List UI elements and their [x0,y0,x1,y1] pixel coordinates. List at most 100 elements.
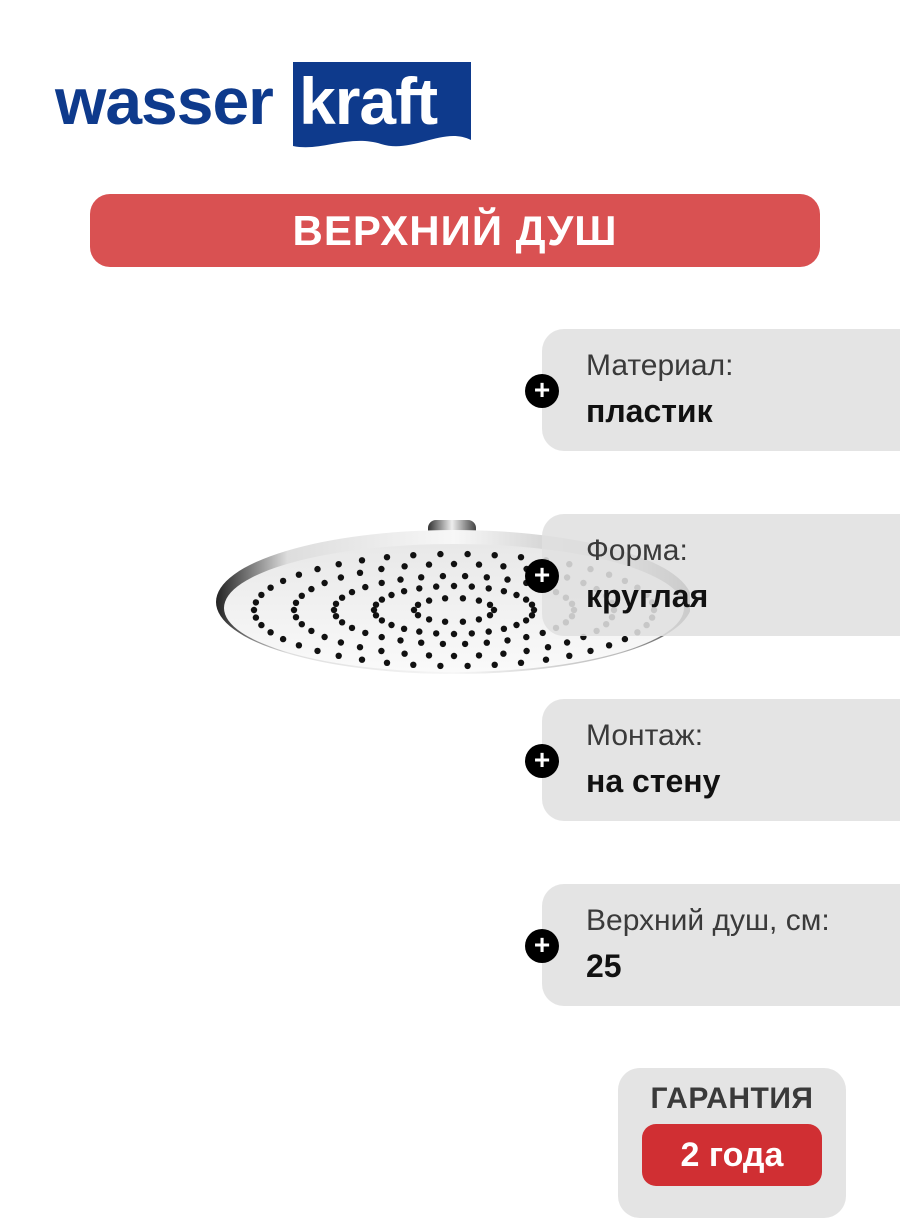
nozzle-dot [378,633,385,641]
spec-card-shape: + Форма: круглая [525,514,900,636]
nozzle-dot [308,585,315,593]
logo-wave-background [293,62,471,148]
nozzle-dot [621,635,629,643]
nozzle-dot [513,591,520,599]
nozzle-dot [517,659,525,666]
nozzle-dot [378,579,385,587]
nozzle-dot [464,550,471,558]
nozzle-dot [439,572,447,580]
nozzle-dot [401,563,408,570]
nozzle-dot [298,621,305,628]
nozzle-dot [475,616,483,623]
nozzle-dot [517,554,525,561]
nozzle-dot [530,606,538,614]
nozzle-dot [522,596,530,603]
nozzle-dot [486,601,494,608]
nozzle-dot [522,617,530,624]
nozzle-dot [314,647,321,655]
nozzle-dot [490,606,498,614]
title-banner: ВЕРХНИЙ ДУШ [90,194,820,267]
nozzle-dot [528,612,536,619]
nozzle-dot [418,639,425,646]
nozzle-dot [433,583,440,590]
nozzle-dot [441,618,449,625]
spec-card-material: + Материал: пластик [525,329,900,451]
nozzle-dot [250,606,258,614]
nozzle-dot [485,628,492,635]
warranty-value-box: 2 года [642,1124,822,1186]
nozzle-dot [397,576,404,583]
nozzle-dot [461,572,469,580]
nozzle-dot [383,659,391,666]
nozzle-dot [362,583,369,591]
nozzle-dot [378,647,385,655]
nozzle-dot [372,601,380,608]
nozzle-dot [450,560,458,568]
nozzle-dot [439,640,447,648]
nozzle-dot [475,652,483,659]
nozzle-dot [378,565,385,573]
nozzle-dot [475,597,483,604]
nozzle-dot [292,599,300,606]
nozzle-dot [500,588,508,595]
nozzle-dot [414,612,422,619]
nozzle-dot [475,561,483,568]
logo-wordmark-right-block: kraft [293,62,473,154]
nozzle-dot [416,585,423,592]
spec-value: 25 [586,948,622,984]
spec-card-mounting: + Монтаж: на стену [525,699,900,821]
nozzle-dot [425,561,433,568]
logo-wordmark-left: wasser [55,64,274,138]
nozzle-dot [378,617,386,624]
plus-icon[interactable]: + [525,559,559,593]
nozzle-dot [400,588,408,595]
nozzle-dot [252,614,260,621]
nozzle-dot [337,639,345,646]
nozzle-dot [544,644,552,651]
page-title: ВЕРХНИЙ ДУШ [292,206,618,254]
nozzle-dot [338,594,346,601]
nozzle-dot [348,588,356,596]
nozzle-dot [338,619,346,626]
nozzle-dot [483,574,490,581]
nozzle-dot [388,621,395,629]
nozzle-dot [298,592,305,599]
nozzle-dot [486,612,494,619]
nozzle-dot [441,595,449,602]
nozzle-dot [356,644,364,651]
nozzle-dot [523,647,530,655]
spec-value: на стену [586,763,721,799]
nozzle-dot [485,585,492,592]
nozzle-dot [378,596,386,603]
nozzle-dot [450,582,458,590]
nozzle-dot [337,574,345,581]
nozzle-dot [500,563,507,570]
nozzle-dot [566,652,573,659]
spec-value: круглая [586,578,709,614]
nozzle-dot [425,616,433,623]
warranty-value: 2 года [680,1135,784,1174]
nozzle-dot [401,650,408,657]
nozzle-dot [362,629,369,637]
nozzle-dot [397,637,404,644]
nozzle-dot [513,621,520,629]
nozzle-dot [335,652,342,659]
nozzle-dot [500,650,507,657]
nozzle-dot [258,591,265,599]
nozzle-dot [414,601,422,608]
nozzle-dot [308,627,315,635]
nozzle-dot [504,637,511,644]
nozzle-dot [295,571,303,578]
nozzle-dot [468,583,475,590]
nozzle-dot [332,600,340,607]
nozzle-dot [295,642,303,649]
nozzle-dot [605,642,613,649]
nozzle-dot [290,606,298,614]
plus-icon[interactable]: + [525,744,559,778]
spec-label: Материал: [586,349,734,382]
brand-logo: wasser kraft [55,62,475,154]
plus-icon[interactable]: + [525,374,559,408]
spec-label: Монтаж: [586,719,704,752]
nozzle-dot [372,612,380,619]
plus-icon[interactable]: + [525,929,559,963]
